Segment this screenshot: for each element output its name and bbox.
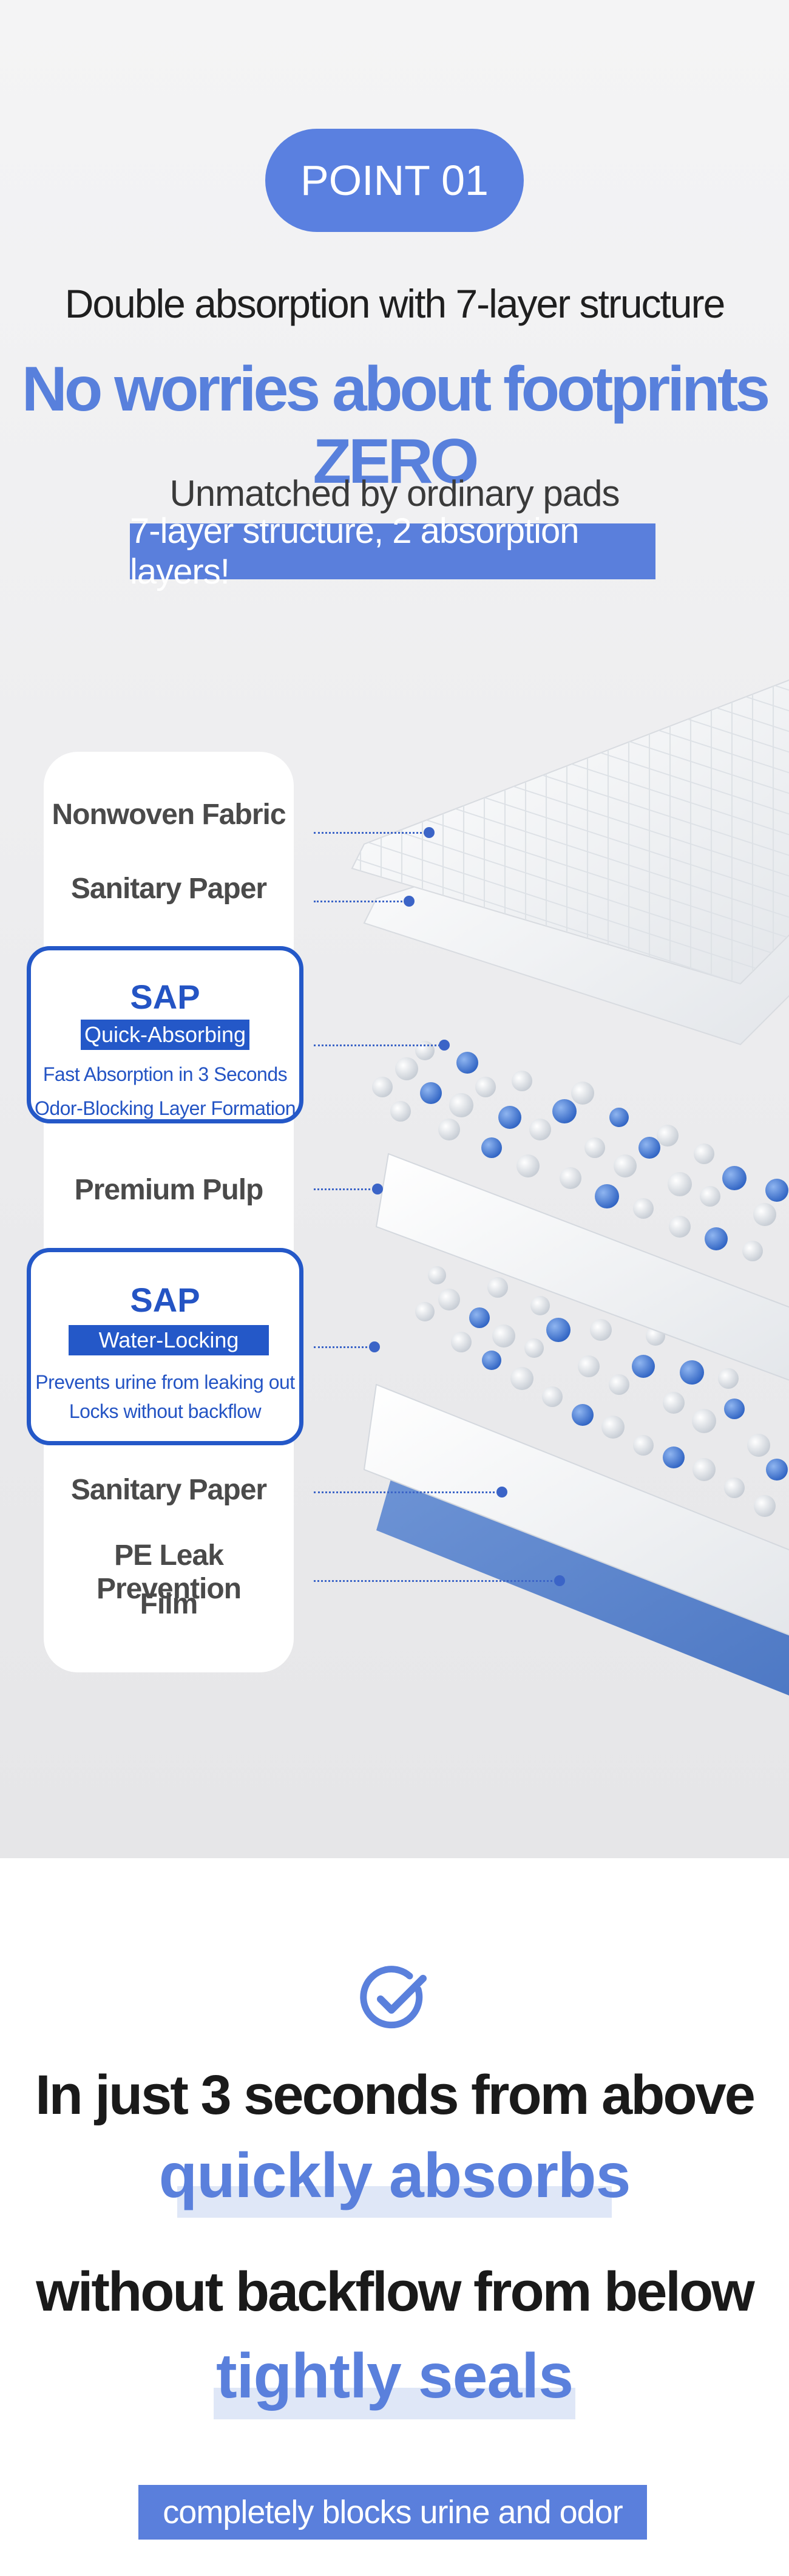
- sap2-note-line1: Prevents urine from leaking out: [35, 1371, 295, 1393]
- label-pe-film-line2: Film: [140, 1588, 198, 1620]
- label-sanitary-paper-top: Sanitary Paper: [70, 873, 267, 905]
- main-headline: No worries about footprints ZERO: [21, 354, 771, 497]
- sap-title: SAP: [130, 1281, 200, 1319]
- sap1-note-line2: Odor-Blocking Layer Formation: [34, 1097, 296, 1119]
- quick-absorbing-tag: Quick-Absorbing: [81, 1020, 249, 1050]
- highlight-bar-1: [177, 2186, 612, 2218]
- leader-dot-sanitary-bottom: [496, 1487, 507, 1498]
- subhead: Unmatched by ordinary pads: [169, 473, 620, 514]
- leader-sanitary-top: [314, 901, 409, 902]
- subhead-highlight: 7-layer structure, 2 absorption layers!: [130, 511, 655, 591]
- sap1-note-line1: Fast Absorption in 3 Seconds: [42, 1063, 288, 1085]
- leader-dot-sanitary-top: [404, 896, 415, 907]
- highlight-bar-2: [214, 2388, 575, 2419]
- sap-water-locking-beads: [415, 1266, 788, 1517]
- headline: Double absorption with 7-layer structure: [64, 281, 726, 326]
- leader-pe-film: [314, 1580, 560, 1582]
- premium-pulp-layer: [375, 1153, 789, 1381]
- leader-dot-nonwoven: [424, 827, 435, 838]
- sap-quick-absorbing-beads: [372, 1041, 788, 1261]
- layer-stack-illustration: [351, 680, 789, 1695]
- layer-label-panel: [44, 752, 294, 1672]
- label-sanitary-paper-bottom: Sanitary Paper: [70, 1474, 267, 1506]
- label-nonwoven-fabric: Nonwoven Fabric: [52, 799, 286, 831]
- summary-line2: quickly absorbs: [158, 2141, 631, 2211]
- water-locking-tag: Water-Locking: [69, 1325, 269, 1355]
- check-circle-icon: [360, 1966, 427, 2029]
- leader-sanitary-bottom: [314, 1491, 502, 1493]
- summary-line4: tightly seals: [215, 2341, 574, 2411]
- final-highlight: completely blocks urine and odor: [138, 2485, 647, 2540]
- leader-nonwoven: [314, 832, 429, 834]
- label-pe-film-line1: PE Leak Prevention: [96, 1539, 242, 1605]
- leader-sap2: [314, 1346, 374, 1348]
- leader-dot-sap2: [369, 1341, 380, 1352]
- sap-quick-absorbing-box: SAP Quick-Absorbing Fast Absorption in 3…: [27, 946, 303, 1123]
- summary-line1: In just 3 seconds from above: [35, 2064, 756, 2126]
- summary-line3: without backflow from below: [36, 2261, 754, 2323]
- leader-pulp: [314, 1188, 378, 1190]
- sap2-note-line2: Locks without backflow: [69, 1400, 262, 1422]
- label-premium-pulp: Premium Pulp: [74, 1174, 264, 1206]
- leader-dot-pe-film: [554, 1575, 565, 1586]
- sap-title: SAP: [130, 978, 200, 1016]
- sanitary-paper-bottom-layer: [363, 1383, 789, 1636]
- leader-sap1: [314, 1044, 444, 1046]
- leader-dot-pulp: [372, 1184, 383, 1194]
- leader-dot-sap1: [439, 1040, 450, 1051]
- sap-water-locking-box: SAP Water-Locking Prevents urine from le…: [27, 1248, 303, 1445]
- point-badge: POINT 01: [265, 129, 524, 232]
